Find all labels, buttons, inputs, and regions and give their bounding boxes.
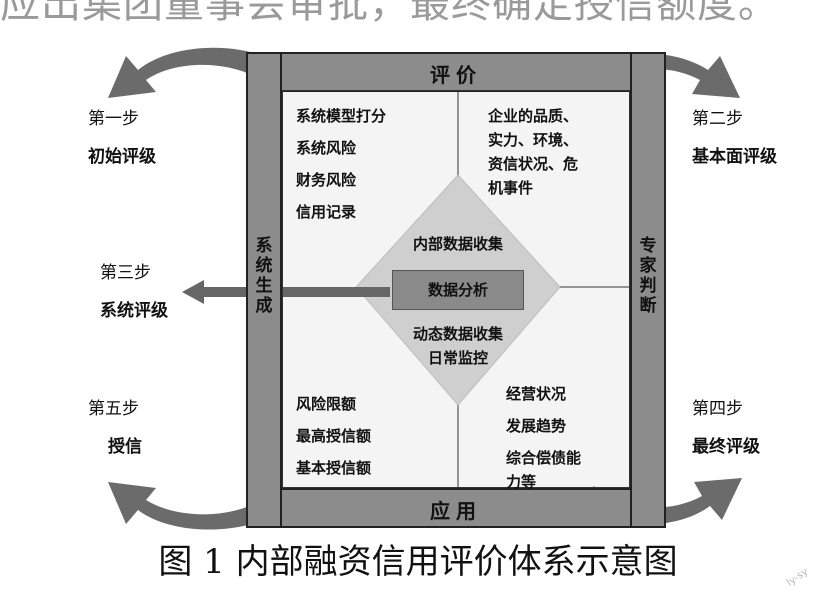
step-5: 第五步 授信 [88,398,142,458]
list-item: 综合偿债能 [506,449,582,467]
top-cut-text: 应出集团董事会审批，最终确定授信额度。 [0,0,779,27]
step-3: 第三步 系统评级 [100,262,168,322]
step-2-title: 基本面评级 [692,147,777,167]
list-item: 企业的品质、 [488,107,579,125]
list-item: 力等 [506,473,537,491]
step-4-title: 最终评级 [692,437,760,457]
quadrant-top-right: 企业的品质、 实力、环境、 资信状况、危 机事件 [488,104,578,200]
list-item: 系统模型打分 [296,107,387,125]
step-1: 第一步 初始评级 [88,108,156,168]
step-2: 第二步 基本面评级 [692,108,777,168]
frame-top-bar [246,52,666,92]
list-item: 风险限额 [296,395,357,413]
list-item: 系统风险 [296,139,357,157]
quadrant-top-left: 系统模型打分 系统风险 财务风险 信用记录 [296,104,386,224]
frame-right-label: 专家判断 [639,236,657,316]
step-3-title: 系统评级 [100,301,168,321]
frame-bottom-bar [246,488,666,528]
list-item: 基本授信额 [296,459,372,477]
frame-left-label: 系统生成 [255,236,273,316]
frame-left-bar [246,52,282,528]
center-lower-text-1: 动态数据收集 [412,325,503,343]
inner-panel-border [282,90,630,488]
center-upper-text: 内部数据收集 [412,235,503,253]
center-analysis-box[interactable]: 数据分析 [392,270,524,310]
step-4: 第四步 最终评级 [692,398,760,458]
curved-arrow-top-left [108,47,282,98]
figure-caption: 图 1 内部融资信用评价体系示意图 [158,542,678,582]
quadrant-bottom-left: 风险限额 最高授信额 基本授信额 [296,392,371,480]
list-item: 机事件 [488,179,534,197]
quadrant-bottom-right: 经营状况 发展趋势 综合偿债能 力等 [506,382,581,494]
system-rating-arrow [182,280,390,304]
step-5-label: 第五步 [88,399,139,419]
step-2-label: 第二步 [692,109,743,129]
step-1-title: 初始评级 [88,147,156,167]
step-4-label: 第四步 [692,399,743,419]
list-item: 发展趋势 [506,417,567,435]
step-5-title: 授信 [108,437,142,457]
step-3-label: 第三步 [100,263,151,283]
curved-arrow-bottom-left [108,482,282,530]
list-item: 经营状况 [506,385,567,403]
list-item: 财务风险 [296,171,357,189]
center-analysis-label: 数据分析 [427,281,488,299]
list-item: 实力、环境、 [488,131,579,149]
list-item: 资信状况、危 [488,155,579,173]
list-item: 信用记录 [296,203,357,221]
frame-right-bar [630,52,666,528]
list-item: 最高授信额 [296,427,372,445]
step-1-label: 第一步 [88,109,139,129]
center-lower-text-2: 日常监控 [427,349,488,367]
frame-bottom-label: 应用 [430,499,482,523]
frame-top-label: 评价 [430,63,482,87]
